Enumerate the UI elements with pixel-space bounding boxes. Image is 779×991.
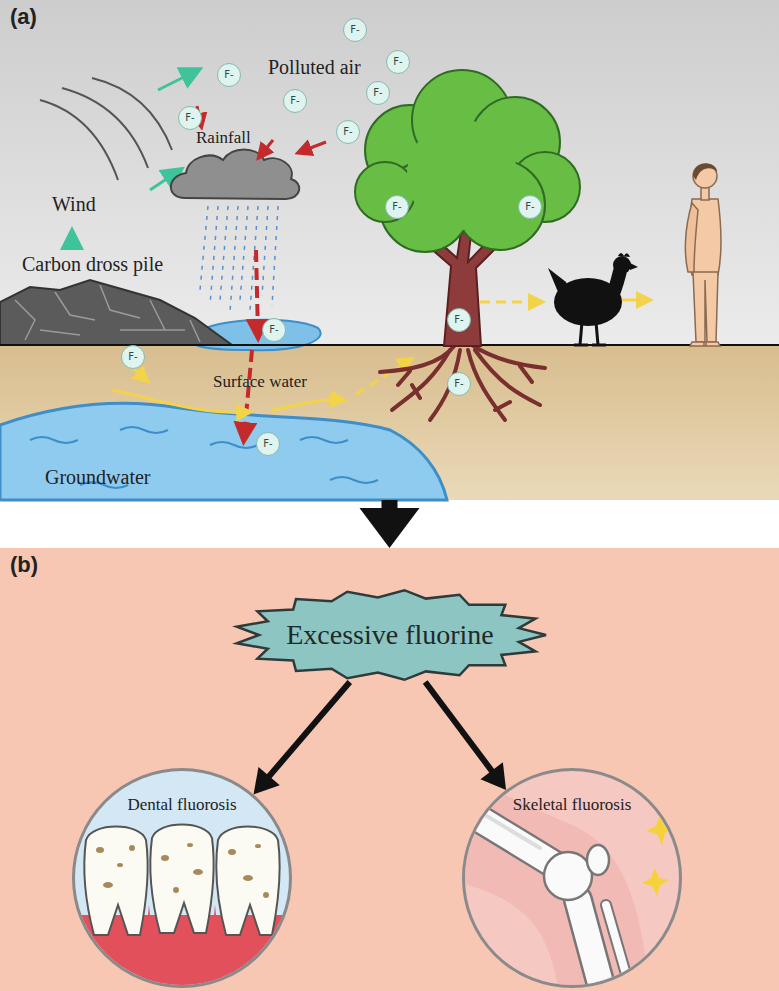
ion-label: F- bbox=[218, 64, 240, 85]
disease-circle: Skeletal fluorosis bbox=[462, 768, 682, 988]
scene-label: Carbon dross pile bbox=[22, 253, 163, 276]
fluoride-ion: F- bbox=[447, 308, 471, 332]
flow-arrow bbox=[425, 682, 506, 790]
fluoride-ion: F- bbox=[178, 106, 202, 130]
fluoride-ion: F- bbox=[217, 63, 241, 87]
fluoride-ion: F- bbox=[336, 120, 360, 144]
arrow-shaft bbox=[425, 682, 493, 772]
scene-label: Groundwater bbox=[45, 466, 151, 489]
scene-label: Surface water bbox=[213, 372, 307, 392]
arrow-head bbox=[360, 508, 420, 548]
fluoride-ion: F- bbox=[366, 81, 390, 105]
ion-label: F- bbox=[519, 196, 541, 217]
ion-label: F- bbox=[344, 19, 366, 40]
ion-label: F- bbox=[122, 346, 144, 367]
flow-arrow bbox=[254, 682, 350, 794]
ion-label: F- bbox=[387, 51, 409, 72]
fluoride-ion: F- bbox=[386, 50, 410, 74]
fluoride-ion: F- bbox=[283, 89, 307, 113]
panel-letter: (a) bbox=[10, 4, 37, 30]
fluoride-ion: F- bbox=[518, 195, 542, 219]
ion-label: F- bbox=[179, 107, 201, 128]
ion-label: F- bbox=[448, 373, 470, 394]
scene-label: Wind bbox=[52, 193, 96, 216]
panel-letter: (b) bbox=[10, 552, 38, 578]
arrow-shaft bbox=[382, 500, 398, 510]
arrow-shaft bbox=[268, 682, 350, 778]
ion-label: F- bbox=[448, 309, 470, 330]
ion-label: F- bbox=[337, 121, 359, 142]
arrow-head bbox=[480, 762, 506, 790]
scene-label: Rainfall bbox=[196, 128, 251, 148]
ion-label: F- bbox=[263, 319, 285, 340]
flow-arrow bbox=[360, 500, 420, 548]
fluoride-ion: F- bbox=[262, 318, 286, 342]
fluoride-ion: F- bbox=[256, 432, 280, 456]
disease-circle: Dental fluorosis bbox=[72, 768, 292, 988]
fluoride-ion: F- bbox=[385, 195, 409, 219]
fluoride-ion: F- bbox=[343, 18, 367, 42]
ion-label: F- bbox=[367, 82, 389, 103]
burst-shape: Excessive fluorine bbox=[232, 588, 548, 682]
panel: (a) F- F- F- F- F- F- F- F- F- F- F- F- F- F- Polluted … bbox=[0, 0, 779, 500]
ion-label: F- bbox=[386, 196, 408, 217]
disease-label: Skeletal fluorosis bbox=[465, 795, 679, 815]
fluoride-ion: F- bbox=[121, 345, 145, 369]
arrow-head bbox=[254, 767, 280, 794]
scene-label: Polluted air bbox=[268, 56, 361, 79]
ion-label: F- bbox=[257, 433, 279, 454]
ion-label: F- bbox=[284, 90, 306, 111]
panel: (b) Excessive fluorineDental fluorosis Ske… bbox=[0, 548, 779, 991]
disease-label: Dental fluorosis bbox=[75, 795, 289, 815]
burst-label: Excessive fluorine bbox=[232, 588, 548, 682]
fluoride-ion: F- bbox=[447, 372, 471, 396]
